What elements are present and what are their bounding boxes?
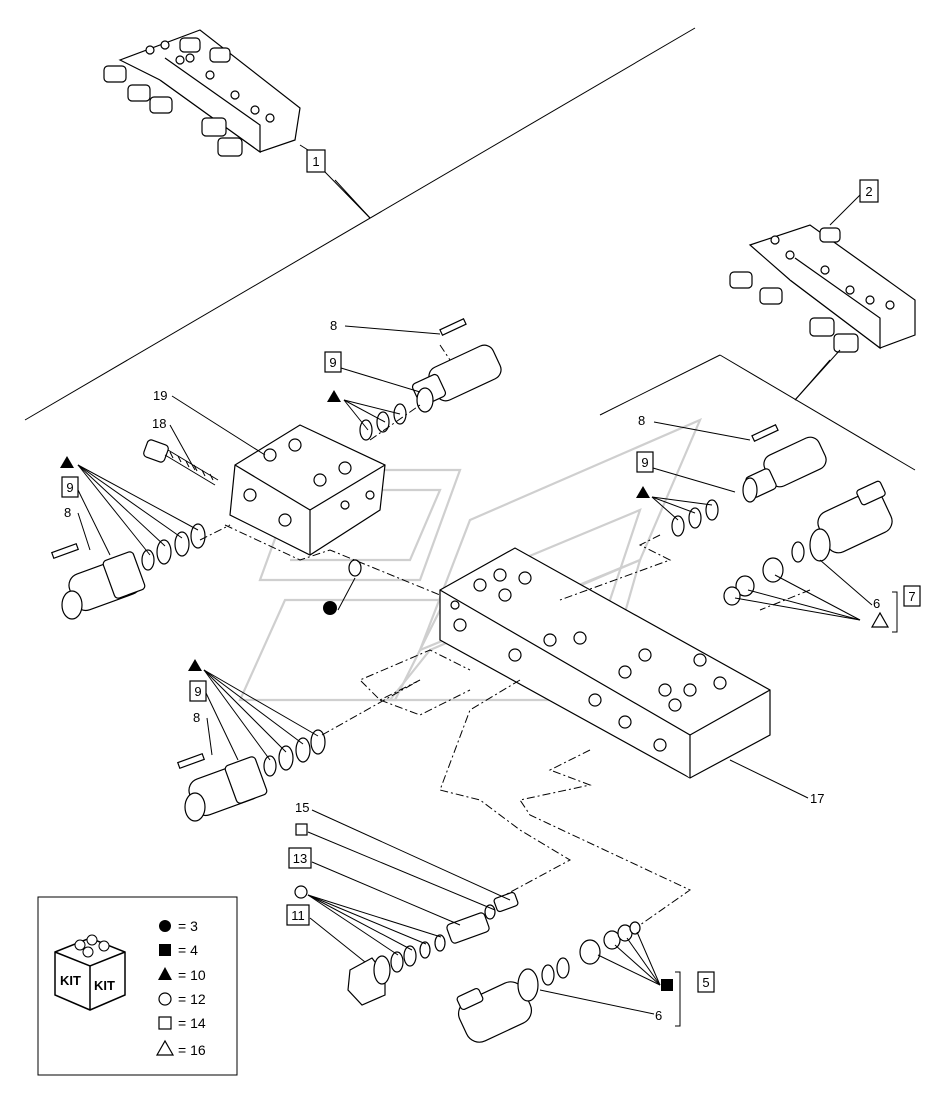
callout-19: 19 bbox=[153, 388, 266, 456]
callout-7: 7 bbox=[903, 585, 921, 607]
callout-6-right-label: 6 bbox=[873, 596, 880, 611]
dashed-centerlines bbox=[199, 404, 811, 926]
callout-13: 13 bbox=[288, 847, 461, 926]
callout-7-label: 7 bbox=[908, 589, 915, 604]
callout-1: 1 bbox=[299, 144, 371, 219]
callout-5-label: 5 bbox=[702, 975, 709, 990]
callout-6-right: 6 bbox=[734, 559, 898, 633]
callout-9-left: 9 bbox=[61, 476, 111, 556]
open-square-icon bbox=[158, 1016, 172, 1030]
callout-1-label: 1 bbox=[312, 154, 319, 169]
callout-15: 15 bbox=[295, 800, 511, 901]
callout-8-lower-label: 8 bbox=[193, 710, 200, 725]
screw-18 bbox=[143, 439, 219, 486]
cartridge-lower bbox=[456, 921, 641, 1043]
cartridge-11-13-15 bbox=[347, 891, 519, 1006]
callout-11: 11 bbox=[286, 904, 366, 963]
open-triangle-icon bbox=[155, 1039, 175, 1056]
legend-item-0: = 3 bbox=[178, 918, 198, 934]
callout-2-label: 2 bbox=[865, 184, 872, 199]
callout-9-upper: 9 bbox=[324, 351, 421, 393]
valve-assembly-2 bbox=[729, 224, 916, 353]
callout-18: 18 bbox=[152, 416, 196, 471]
callout-8-left: 8 bbox=[64, 505, 91, 551]
solenoid-right-upper bbox=[671, 423, 827, 537]
triangle-right bbox=[636, 486, 713, 521]
callout-9-right-label: 9 bbox=[641, 455, 648, 470]
callout-9-lower: 9 bbox=[189, 680, 239, 761]
triangle-lower bbox=[188, 659, 319, 761]
separator-lines bbox=[24, 27, 916, 471]
filled-square-icon bbox=[159, 944, 171, 956]
callout-5: 5 bbox=[697, 971, 715, 993]
callout-8-upper-label: 8 bbox=[330, 318, 337, 333]
legend-item-3: = 12 bbox=[178, 991, 206, 1007]
legend-item-1: = 4 bbox=[178, 942, 198, 958]
callout-6-lower-label: 6 bbox=[655, 1008, 662, 1023]
callout-9-lower-label: 9 bbox=[194, 684, 201, 699]
triangle-upper bbox=[327, 390, 401, 431]
callout-8-right: 8 bbox=[638, 413, 751, 441]
open-circle-icon bbox=[158, 992, 172, 1006]
callout-17: 17 bbox=[729, 759, 824, 806]
kit-legend: KIT KIT = 3 = 4 = 10 = 12 = 14 = 16 bbox=[37, 896, 238, 1076]
callout-18-label: 18 bbox=[152, 416, 166, 431]
small-ring-3 bbox=[323, 559, 362, 615]
callout-8-left-label: 8 bbox=[64, 505, 71, 520]
legend-item-2: = 10 bbox=[178, 967, 206, 983]
kit-box-icon: KIT KIT bbox=[54, 934, 126, 1011]
block-19 bbox=[229, 424, 386, 556]
kit-label-right: KIT bbox=[94, 978, 115, 993]
open-circle-12 bbox=[294, 885, 442, 956]
open-square-14 bbox=[295, 823, 496, 911]
solenoid-lower-left bbox=[176, 729, 326, 822]
callout-15-label: 15 bbox=[295, 800, 309, 815]
callout-11-label: 11 bbox=[291, 908, 305, 923]
filled-triangle-icon bbox=[158, 967, 172, 980]
callout-9-upper-label: 9 bbox=[329, 355, 336, 370]
callout-2: 2 bbox=[794, 179, 879, 401]
main-manifold-17 bbox=[439, 547, 771, 779]
cartridge-right bbox=[723, 480, 893, 606]
callout-9-right: 9 bbox=[636, 451, 736, 493]
solenoid-upper bbox=[359, 317, 502, 441]
callout-13-label: 13 bbox=[293, 851, 307, 866]
callout-8-upper: 8 bbox=[330, 318, 451, 361]
triangle-left bbox=[60, 456, 199, 556]
callout-8-lower: 8 bbox=[193, 710, 213, 756]
callout-6-lower: 6 bbox=[539, 931, 681, 1027]
kit-label-left: KIT bbox=[60, 973, 81, 988]
legend-item-4: = 14 bbox=[178, 1015, 206, 1031]
valve-assembly-1 bbox=[103, 29, 301, 157]
callout-8-right-label: 8 bbox=[638, 413, 645, 428]
solenoid-left bbox=[50, 523, 206, 620]
callout-9-left-label: 9 bbox=[66, 480, 73, 495]
filled-circle-icon bbox=[159, 920, 171, 932]
callout-19-label: 19 bbox=[153, 388, 167, 403]
legend-item-5: = 16 bbox=[178, 1042, 206, 1058]
callout-17-label: 17 bbox=[810, 791, 824, 806]
